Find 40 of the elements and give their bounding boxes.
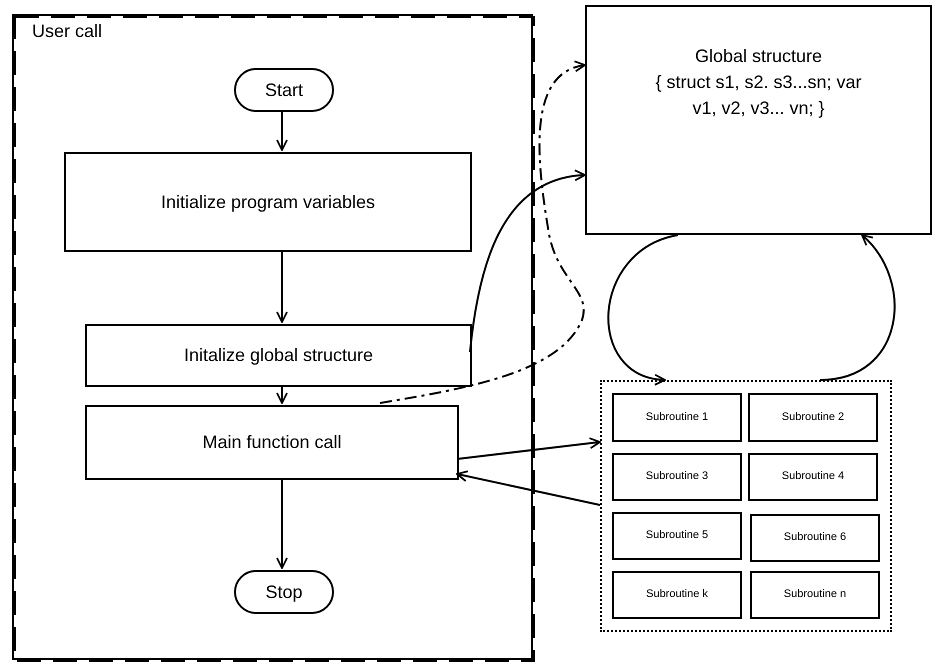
node-label: Subroutine 5 <box>646 528 708 544</box>
arrow <box>276 110 288 151</box>
node-label: Subroutine 3 <box>646 469 708 484</box>
dotted-container <box>600 380 892 632</box>
subroutine-box <box>750 571 880 619</box>
subroutine-box <box>748 393 878 442</box>
node-label: Subroutine 2 <box>782 410 844 425</box>
process-box <box>85 324 472 387</box>
code-text: { struct s1, s2. s3...sn; var v1, v2, v3... vn; } <box>654 71 863 120</box>
arrow <box>456 437 601 460</box>
node-label: Main function call <box>202 431 342 454</box>
node-label: Subroutine n <box>784 587 846 602</box>
subroutine-box <box>748 453 878 501</box>
node-label: Global structure <box>694 45 824 68</box>
node-label: Initalize global structure <box>184 344 374 368</box>
arrow <box>469 170 586 352</box>
arrow <box>456 470 600 506</box>
subroutine-box <box>612 393 742 442</box>
arrow <box>820 234 896 381</box>
structure-box <box>585 5 932 235</box>
subroutine-box <box>612 571 742 619</box>
arrow <box>276 478 288 569</box>
node-label: Subroutine 1 <box>646 410 708 425</box>
terminal-shape <box>234 68 334 112</box>
node-label: Start <box>264 78 303 102</box>
node-label: Subroutine 4 <box>782 469 844 484</box>
node-label: Subroutine k <box>646 587 708 602</box>
subroutine-box <box>612 453 742 501</box>
subroutine-box <box>750 514 880 562</box>
node-label: Subroutine 6 <box>784 530 846 546</box>
subroutine-box <box>612 512 742 560</box>
process-box <box>64 152 472 252</box>
node-label: Initialize program variables <box>160 190 376 214</box>
node-label: Stop <box>265 580 303 604</box>
terminal-shape <box>234 570 334 614</box>
arrow <box>276 385 288 404</box>
arrow <box>608 234 678 384</box>
process-box <box>85 405 459 480</box>
arrow <box>276 250 288 323</box>
region-label: User call <box>32 20 102 43</box>
